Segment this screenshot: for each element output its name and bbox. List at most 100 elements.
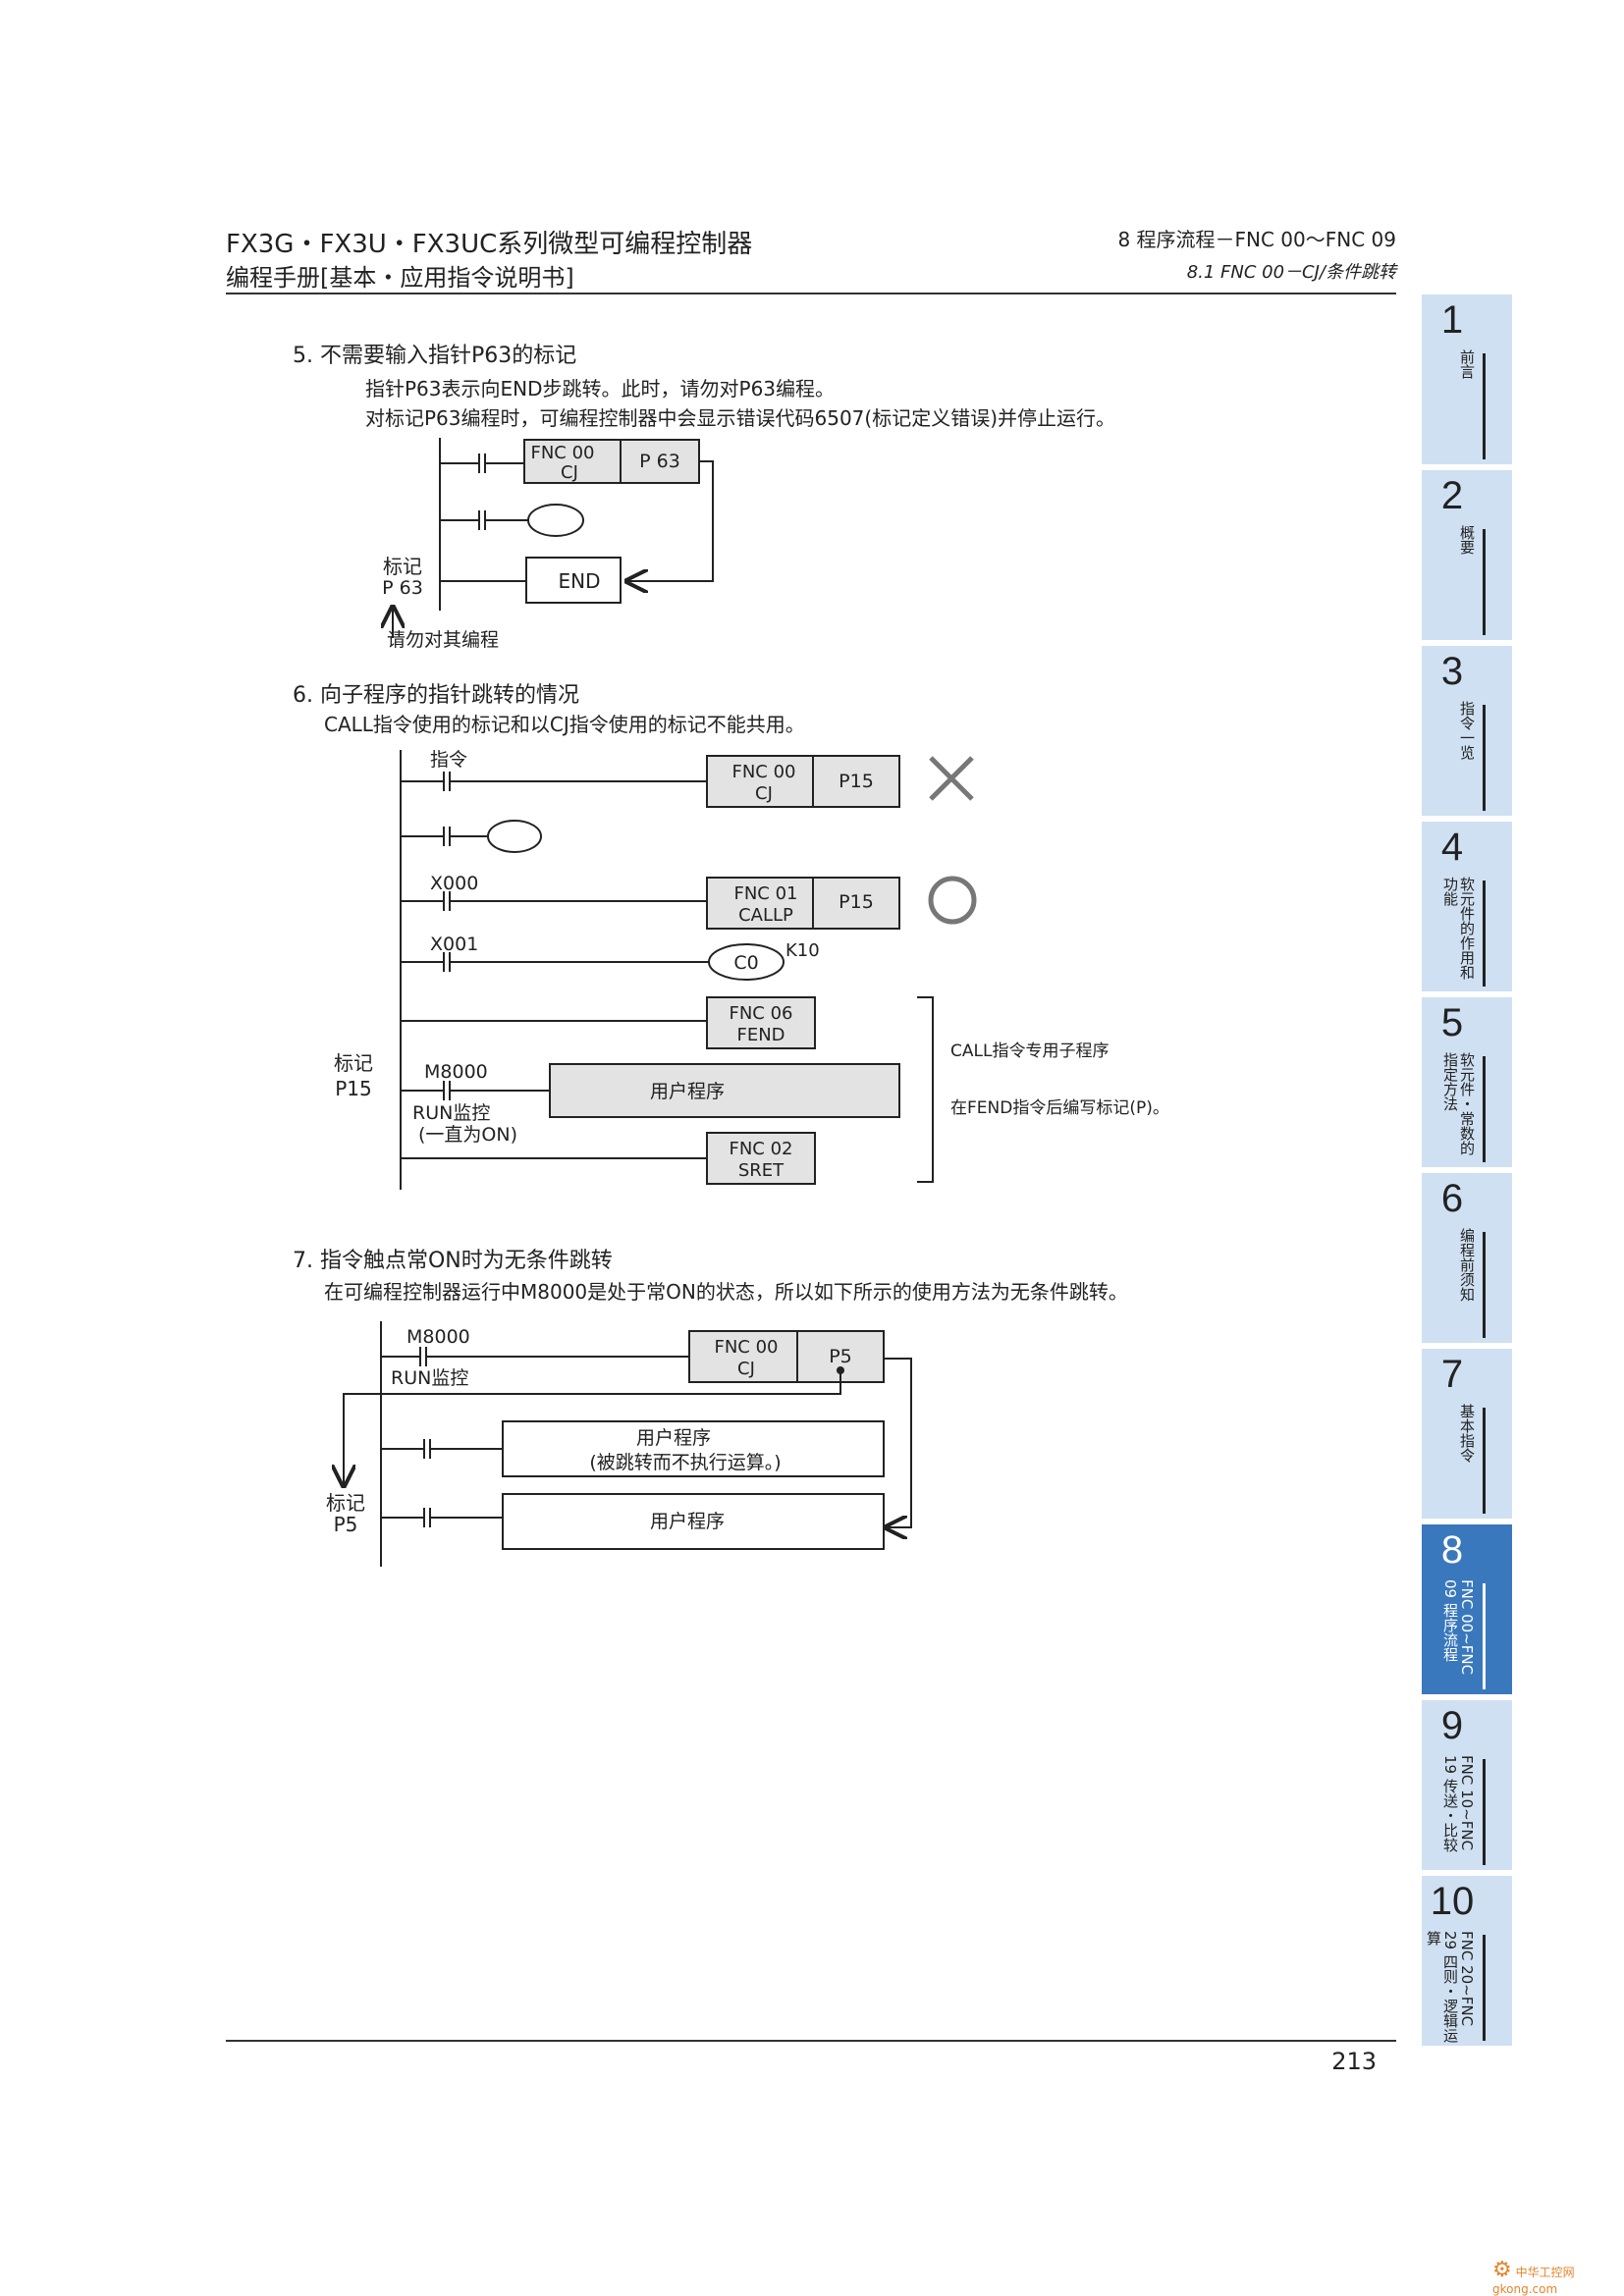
chapter-tab-bar [1483,1583,1486,1689]
d2-note-1: CALL指令专用子程序 [950,1041,1109,1061]
d2-fend-fnc: FNC 06 [729,1003,792,1024]
section-6-line-1: CALL指令使用的标记和以CJ指令使用的标记不能共用。 [324,713,805,736]
d1-cj: CJ [561,462,578,483]
d2-run-note: (一直为ON) [418,1124,517,1146]
d1-end: END [559,569,601,593]
chapter-tab-label: FNC 10~FNC 19 传送・比较 [1441,1755,1476,1852]
chapter-tab-bar [1483,1759,1486,1865]
section-5-line-1: 指针P63表示向END步跳转。此时，请勿对P63编程。 [365,377,836,400]
chapter-tab-label: 软元件・常数的指定方法 [1441,1052,1476,1155]
d3-m8000: M8000 [406,1326,470,1348]
document-subtitle: 编程手册[基本・应用指令说明书] [226,264,574,292]
chapter-tab-bar [1483,1408,1486,1514]
d1-cj-box [523,439,700,484]
d1-label: 标记 [383,555,422,578]
chapter-tab-label: 基本指令 [1458,1404,1476,1463]
diagram-2 [400,750,977,1190]
chapter-tab-number: 6 [1440,1177,1464,1220]
d2-coil [487,820,542,853]
d2-bracket [917,996,934,1183]
d3-label: 标记 [326,1491,365,1515]
chapter-tab-7[interactable]: 7 基本指令 [1422,1349,1512,1519]
d2-cj-box [706,755,900,808]
chapter-tab-5[interactable]: 5 软元件・常数的指定方法 [1422,997,1512,1167]
d3-cj: CJ [737,1359,755,1379]
d2-cj-fnc: FNC 00 [731,762,795,782]
d2-circle-icon [928,876,977,925]
d2-user-program-box [549,1063,900,1118]
chapter-tab-bar [1483,353,1486,459]
d2-x000: X000 [430,873,478,894]
chapter-tab-number: 9 [1440,1704,1464,1747]
chapter-tab-6[interactable]: 6 编程前须知 [1422,1173,1512,1343]
chapter-tab-label: 编程前须知 [1458,1228,1476,1302]
d3-cj-box [688,1330,885,1383]
chapter-tab-8[interactable]: 8 FNC 00~FNC 09 程序流程 [1422,1524,1512,1694]
header-rule [226,293,1396,294]
d2-callp-fnc: FNC 01 [733,883,797,904]
chapter-tab-number: 7 [1440,1353,1464,1396]
d2-counter [708,943,785,981]
d2-m8000: M8000 [424,1061,488,1083]
d2-callp: CALLP [738,905,793,926]
d2-label: 标记 [334,1051,373,1075]
chapter-tab-bar [1483,705,1486,811]
d3-user-program-2-box [502,1493,885,1550]
chapter-tab-label: 软元件的作用和功能 [1441,877,1476,980]
d2-sret-fnc: FNC 02 [729,1139,792,1159]
chapter-tab-9[interactable]: 9 FNC 10~FNC 19 传送・比较 [1422,1700,1512,1870]
d2-counter-label: C0 [733,952,758,974]
d2-fend: FEND [736,1025,785,1045]
chapter-tab-2[interactable]: 2 概要 [1422,470,1512,640]
d2-fend-box [706,996,816,1049]
d2-callp-pointer: P15 [839,891,874,913]
d2-callp-box [706,877,900,930]
chapter-tab-number: 4 [1440,826,1464,869]
d2-note-2: 在FEND指令后编写标记(P)。 [950,1098,1169,1118]
section-5-line-2: 对标记P63编程时，可编程控制器中会显示错误代码6507(标记定义错误)并停止运… [365,406,1116,430]
chapter-tab-number: 1 [1440,298,1464,342]
footer-rule [226,2040,1396,2042]
d3-label-pointer: P5 [334,1513,358,1536]
d2-user-program: 用户程序 [650,1081,725,1102]
section-7-title: 7. 指令触点常ON时为无条件跳转 [293,1249,613,1273]
section-title: 8.1 FNC 00－CJ/条件跳转 [1186,262,1396,283]
chapter-tab-bar [1483,529,1486,635]
d1-fnc: FNC 00 [530,443,594,463]
d2-cj-pointer: P15 [839,771,874,792]
section-7-line-1: 在可编程控制器运行中M8000是处于常ON的状态，所以如下所示的使用方法为无条件… [324,1280,1128,1304]
d3-user-program-1: 用户程序 [636,1427,711,1449]
chapter-tab-3[interactable]: 3 指令一览 [1422,646,1512,816]
d2-x001: X001 [430,934,478,955]
chapter-tab-10[interactable]: 10 FNC 20~FNC 29 四则・逻辑运算 [1422,1876,1512,2046]
chapter-tab-bar [1483,1935,1486,2041]
chapter-tab-label: FNC 00~FNC 09 程序流程 [1441,1579,1476,1676]
page-number: 213 [1331,2048,1377,2075]
d3-user-program-2: 用户程序 [650,1511,725,1532]
diagram-1 [393,438,714,638]
chapter-tab-1[interactable]: 1 前言 [1422,294,1512,464]
chapter-tab-bar [1483,881,1486,987]
chapter-tab-label: 前言 [1458,349,1476,379]
d3-pointer: P5 [829,1346,852,1367]
chapter-tab-label: FNC 20~FNC 29 四则・逻辑运算 [1425,1931,1476,2043]
d1-end-box [525,557,622,604]
d3-user-program-1-note: (被跳转而不执行运算。) [589,1452,781,1473]
chapter-tab-4[interactable]: 4 软元件的作用和功能 [1422,822,1512,991]
d3-run: RUN监控 [391,1367,468,1389]
d2-label-pointer: P15 [335,1077,372,1100]
d1-label-pointer: P 63 [382,577,423,599]
chapter-tab-number: 10 [1430,1880,1475,1923]
document-title: FX3G・FX3U・FX3UC系列微型可编程控制器 [226,230,753,259]
d3-user-program-1-box [502,1420,885,1477]
watermark-text: 中华工控网 gkong.com [1492,2266,1575,2296]
chapter-tab-bar [1483,1056,1486,1162]
d2-contact-label: 指令 [430,749,467,771]
chapter-tab-number: 2 [1440,474,1464,517]
section-6-title: 6. 向子程序的指针跳转的情况 [293,683,579,708]
d1-pointer: P 63 [639,451,680,472]
watermark-logo: ⚙ 中华工控网 gkong.com [1492,2258,1624,2296]
gear-icon: ⚙ [1492,2258,1512,2282]
chapter-tab-number: 8 [1440,1528,1464,1572]
